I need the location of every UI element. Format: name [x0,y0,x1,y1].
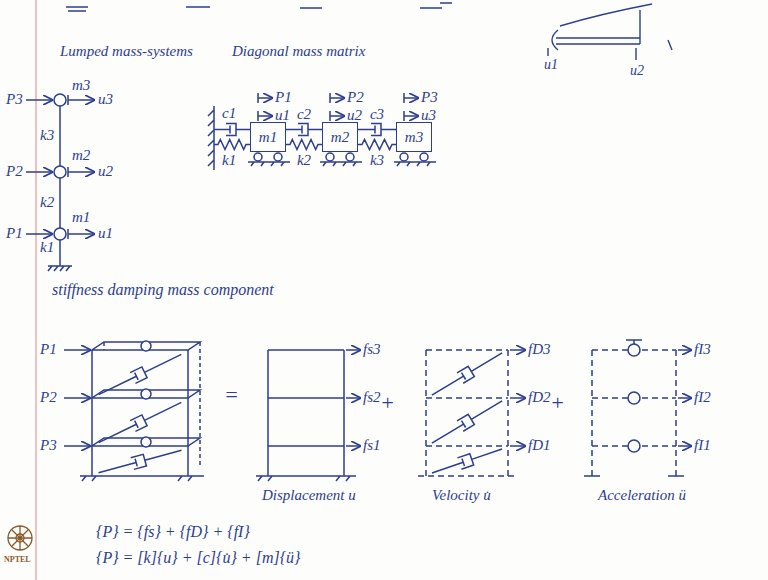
heading: Diagonal mass matrix [232,44,365,59]
load-label: P2 [347,90,364,105]
stick-model [26,94,94,271]
chain-supports [208,93,436,170]
displacement-label: u1 [98,226,113,241]
load-label: P3 [421,90,438,105]
damping-label: c3 [369,107,385,122]
load-label: P2 [6,164,23,179]
spring-connector [358,140,396,150]
caption-label: Displacement u [262,488,356,503]
stiffness-label: k2 [40,195,54,210]
symbol: u2 [630,64,644,78]
damping-label: c2 [296,107,312,122]
load-label: P3 [40,438,57,453]
damping-label: c1 [222,106,236,121]
mass-label: m3 [72,78,90,93]
logo-text: NPTEL [4,556,31,564]
equation: {P} = {fs} + {fD} + {fI} [96,524,250,540]
building-frame [64,341,204,481]
displacement-label: u3 [421,108,436,123]
damper-connector [286,124,322,136]
stiffness-label: k1 [40,240,54,255]
damper-symbol [214,124,250,136]
load-label: P3 [6,92,23,107]
force-label: fI3 [694,342,711,357]
heading: stiffness damping mass component [52,282,274,298]
stiffness-frame [256,350,360,481]
force-label: fI1 [694,438,711,453]
displacement-label: u2 [347,108,362,123]
mass-label: m2 [331,130,349,145]
displacement-label: u1 [275,108,290,123]
spring-symbol [214,140,250,150]
displacement-label: u3 [98,92,113,107]
mass-label: m2 [72,148,90,163]
force-label: fD1 [528,438,551,453]
equation: {P} = [k]{u} + [c]{u̇} + [m]{ü} [96,550,300,566]
caption-label: Velocity u̇ [432,488,491,503]
operator: + [380,392,395,414]
force-label: fD2 [528,390,551,405]
force-label: fI2 [694,390,711,405]
force-label: fs1 [363,438,381,453]
mass-block: m2 [322,122,358,152]
heading: Lumped mass-systems [60,44,193,59]
stiffness-label: k1 [222,153,236,168]
load-label: P1 [40,342,57,357]
mass-label: m1 [72,210,90,225]
operator: = [224,384,239,406]
symbol: u1 [544,58,558,72]
stiffness-label: k2 [296,153,312,168]
load-label: P1 [275,90,292,105]
caption-label: Acceleration ü [598,488,686,503]
mass-label: m1 [259,130,277,145]
margin-line [35,0,36,580]
mass-block: m3 [396,122,432,152]
load-label: P2 [40,390,57,405]
force-label: fs2 [363,390,381,405]
load-label: P1 [6,226,23,241]
damping-frame [418,348,525,479]
mass-frame [584,340,691,476]
page-top-strokes [66,3,452,11]
damper-connector [358,124,396,136]
displacement-label: u2 [98,164,113,179]
stiffness-label: k3 [40,128,54,143]
spring-connector [286,140,322,150]
nptel-logo [8,526,32,550]
mass-block: m1 [250,122,286,152]
mass-label: m3 [405,130,423,145]
stiffness-label: k3 [369,153,385,168]
force-label: fs3 [363,342,381,357]
force-label: fD3 [528,342,551,357]
operator: + [550,392,565,414]
beam-sketch [548,4,672,60]
